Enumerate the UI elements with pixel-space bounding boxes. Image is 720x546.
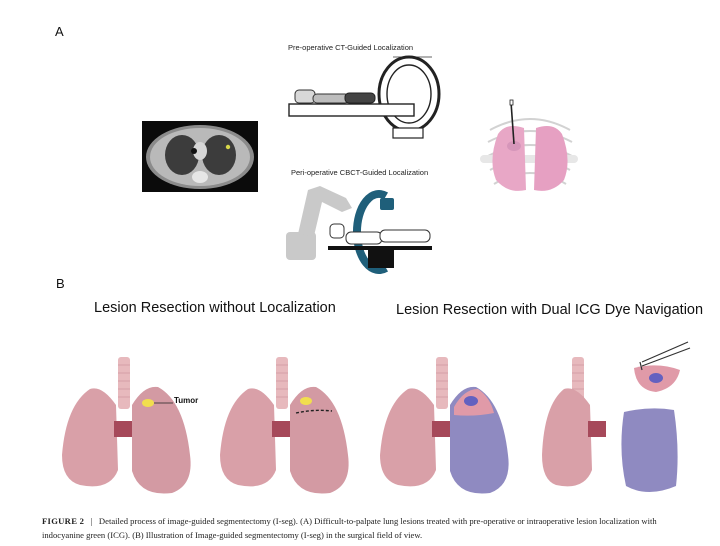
panel-b-left-title: Lesion Resection without Localization: [94, 300, 336, 316]
lung-illustration-1: [62, 357, 191, 494]
lung-illustration-4: [542, 341, 691, 492]
lung-illustration-2: [220, 357, 349, 494]
figure-caption: FIGURE 2 | Detailed process of image-gui…: [42, 515, 692, 542]
ct-scanner-illustration: [288, 55, 441, 139]
ct-scan-image: [142, 121, 258, 192]
lung-needle-illustration: [480, 99, 578, 191]
periop-cbct-title: Peri-operative CBCT-Guided Localization: [291, 168, 429, 177]
ct-scan-graphic: [146, 125, 254, 189]
caption-text: Detailed process of image-guided segment…: [42, 516, 657, 540]
panel-a-label: A: [55, 24, 64, 39]
cbct-illustration: [286, 186, 432, 274]
panel-b-label: B: [56, 276, 65, 291]
panel-b-right-title: Lesion Resection with Dual ICG Dye Navig…: [396, 302, 704, 318]
tumor-label: Tumor: [174, 396, 199, 405]
preop-ct-title: Pre-operative CT-Guided Localization: [288, 43, 414, 52]
figure-label: FIGURE 2: [42, 516, 85, 526]
lung-illustration-3: [380, 357, 509, 494]
caption-separator: |: [90, 516, 93, 526]
